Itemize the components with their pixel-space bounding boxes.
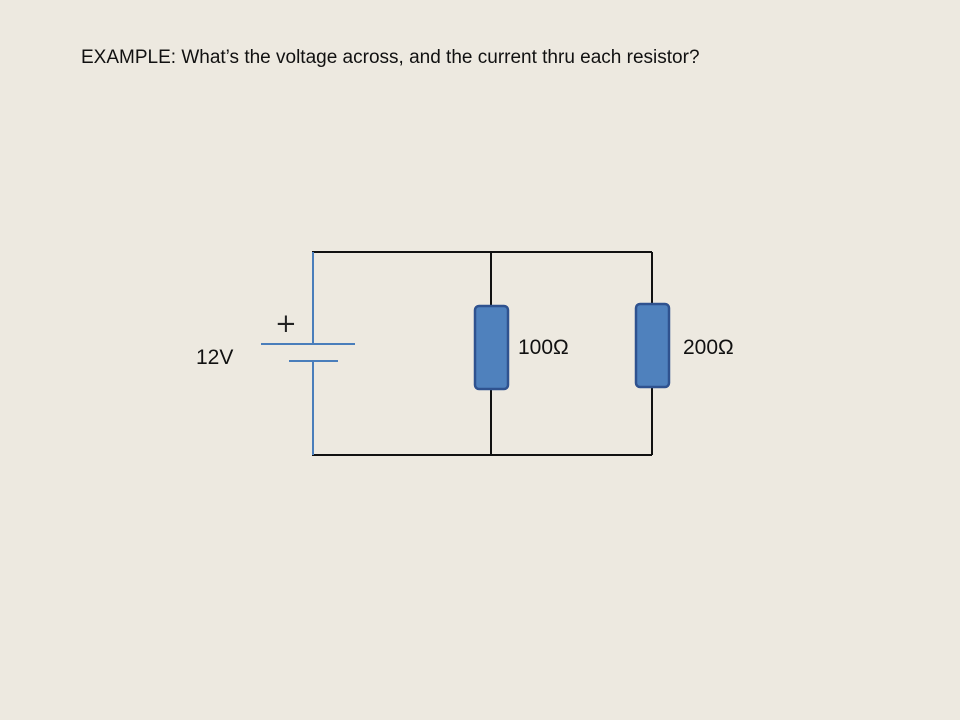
source-label: 12V [196,346,234,369]
resistor-200-label: 200Ω [683,336,734,359]
resistor-200 [634,302,671,389]
plus-sign: + [275,309,297,339]
battery-symbol [261,252,355,455]
wires [312,251,653,456]
resistor-100-label: 100Ω [518,336,569,359]
question-text: EXAMPLE: What’s the voltage across, and … [81,47,700,68]
resistor-100 [473,304,510,391]
